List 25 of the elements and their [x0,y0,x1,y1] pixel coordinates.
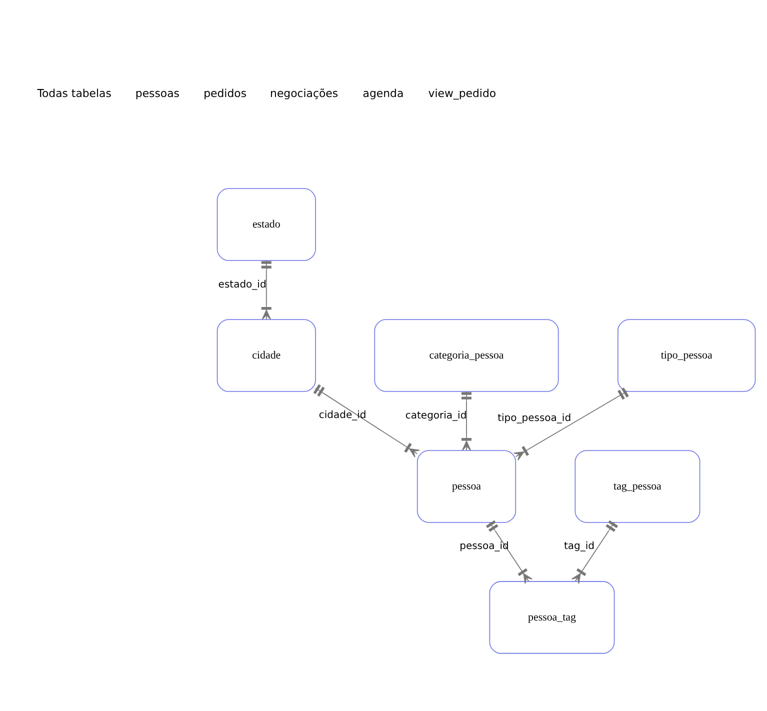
edge-label: tipo_pessoa_id [498,413,572,424]
connector [513,387,629,461]
connector [571,520,618,584]
node-box: tag_pessoa [574,450,700,523]
node-box: pessoa [416,450,516,523]
edge-label: tag_id [564,541,594,552]
edge-label: categoria_id [405,410,467,422]
edge-label: cidade_id [318,410,366,421]
label: Todas tabelas [37,86,112,100]
label: pedidos [204,86,247,100]
label: view_pedido [428,86,496,100]
node-box: tipo_pessoa [617,319,756,392]
label: pessoas [135,86,180,100]
connector [462,391,472,451]
node-box: categoria_pessoa [374,319,559,392]
node-box: pessoa_tag [489,581,615,654]
connector [313,384,420,458]
node-box: cidade [216,319,316,392]
edge-label: pessoa_id [460,541,509,552]
label: negociações [270,86,338,100]
label: agenda [362,86,404,100]
edge-label: estado_id [218,279,266,290]
node-box: estado [216,188,316,261]
connector [486,520,533,584]
connector [261,260,272,320]
